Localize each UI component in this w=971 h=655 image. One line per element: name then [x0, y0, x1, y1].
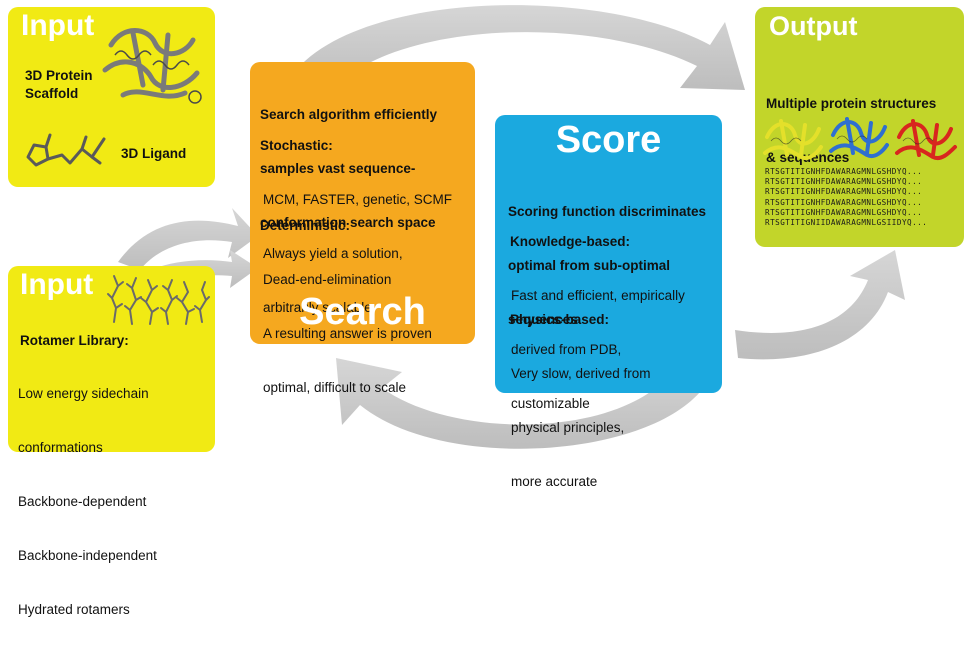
rotamer-items: Low energy sidechain conformations Backb… [18, 349, 157, 655]
rotamer-item: Backbone-dependent [18, 494, 147, 509]
stochastic-line: arbitrarily scalable [263, 300, 372, 315]
sequence-line: RTSGTITIGNHFDAWARAGMNLGSHDYQ... [765, 187, 923, 197]
score-title: Score [555, 119, 662, 161]
search-intro-line: Search algorithm efficiently [260, 107, 438, 122]
score-panel: Score Scoring function discriminates opt… [495, 115, 722, 489]
deterministic-line: optimal, difficult to scale [263, 380, 407, 395]
ligand-icon [26, 133, 106, 167]
knowledge-list: Fast and efficient, empirically derived … [511, 251, 685, 449]
search-intro: Search algorithm efficiently samples vas… [260, 70, 437, 268]
sequence-line: RTSGTITIGNHFDAWARAGMNLGSHDYQ... [765, 197, 923, 207]
structure-red-icon [895, 119, 957, 160]
input-title: Input [21, 9, 95, 42]
structure-blue-icon [829, 117, 889, 158]
stochastic-line: Always yield a solution, [263, 246, 403, 261]
arrow-score-to-output [735, 250, 905, 360]
rotamer-item: Hydrated rotamers [18, 602, 130, 617]
scaffold-label-line: Scaffold [25, 86, 79, 101]
output-subtitle-line: Multiple protein structures [766, 96, 937, 111]
physics-line: Very slow, derived from [511, 366, 651, 381]
search-title: Search [299, 291, 426, 333]
output-title: Output [769, 11, 858, 41]
deterministic-line: Dead-end-elimination [263, 272, 392, 287]
scaffold-label: 3D Protein Scaffold [25, 67, 93, 103]
input-rotamer-panel: Input Rotamer Library: Low energy sidech… [8, 266, 215, 617]
input-scaffold-panel: Input 3D Protein Scaffold [8, 7, 215, 187]
physics-heading: Physics-based: [510, 312, 610, 327]
rotamer-item: Backbone-independent [18, 548, 157, 563]
sequence-line: RTSGTITIGNHFDAWARAGMNLGSHDYQ... [765, 207, 923, 217]
sequence-line: RTSGTITIGNHFDAWARAGMNLGSHDYQ... [765, 167, 923, 176]
stochastic-line: MCM, FASTER, genetic, SCMF [263, 192, 453, 207]
score-intro: Scoring function discriminates optimal f… [508, 167, 706, 365]
search-panel: Search algorithm efficiently samples vas… [250, 62, 475, 395]
stochastic-heading: Stochastic: [260, 138, 333, 153]
knowledge-heading: Knowledge-based: [510, 234, 631, 249]
knowledge-line: customizable [511, 396, 590, 411]
structure-yellow-icon [763, 119, 823, 160]
rotamer-item: Low energy sidechain [18, 386, 149, 401]
physics-list: Very slow, derived from physical princip… [511, 329, 651, 527]
knowledge-line: Fast and efficient, empirically [511, 288, 685, 303]
rotamer-library-icon [107, 275, 210, 325]
deterministic-heading: Deterministic: [260, 218, 351, 233]
sequence-line: RTSGTITIGNIIDAWARAGMNLGSIIDYQ... [765, 218, 928, 228]
sequence-line: RTSGTITIGNHFDAWARAGMNLGSHDYQ... [765, 177, 923, 187]
scaffold-label-line: 3D Protein [25, 68, 93, 83]
score-intro-line: Scoring function discriminates [508, 204, 707, 219]
protein-scaffold-icon [102, 28, 202, 104]
deterministic-line: A resulting answer is proven [263, 326, 432, 341]
input-title: Input [20, 268, 94, 301]
search-intro-line: samples vast sequence- [260, 161, 416, 176]
protein-design-diagram: Input 3D Protein Scaffold [8, 5, 964, 617]
rotamer-item: conformations [18, 440, 103, 455]
knowledge-line: derived from PDB, [511, 342, 622, 357]
arrow-input-to-search [118, 208, 258, 270]
rotamer-heading: Rotamer Library: [20, 333, 129, 348]
score-intro-line: sequences [508, 312, 578, 327]
output-panel: Output Multiple protein structures & seq… [755, 7, 964, 247]
physics-line: more accurate [511, 474, 598, 489]
deterministic-list: Dead-end-elimination A resulting answer … [263, 235, 432, 433]
physics-line: physical principles, [511, 420, 625, 435]
ligand-label: 3D Ligand [121, 146, 187, 161]
search-intro-line: conformation search space [260, 215, 436, 230]
score-intro-line: optimal from sub-optimal [508, 258, 670, 273]
output-structures-icon [763, 117, 957, 160]
arc-arrow-top [290, 5, 745, 90]
arc-arrow-bottom [336, 358, 700, 449]
stochastic-list: MCM, FASTER, genetic, SCMF Always yield … [263, 155, 452, 353]
output-sequences: RTSGTITIGNHFDAWARAGMNLGSHDYQ... RTSGTITI… [765, 167, 927, 228]
